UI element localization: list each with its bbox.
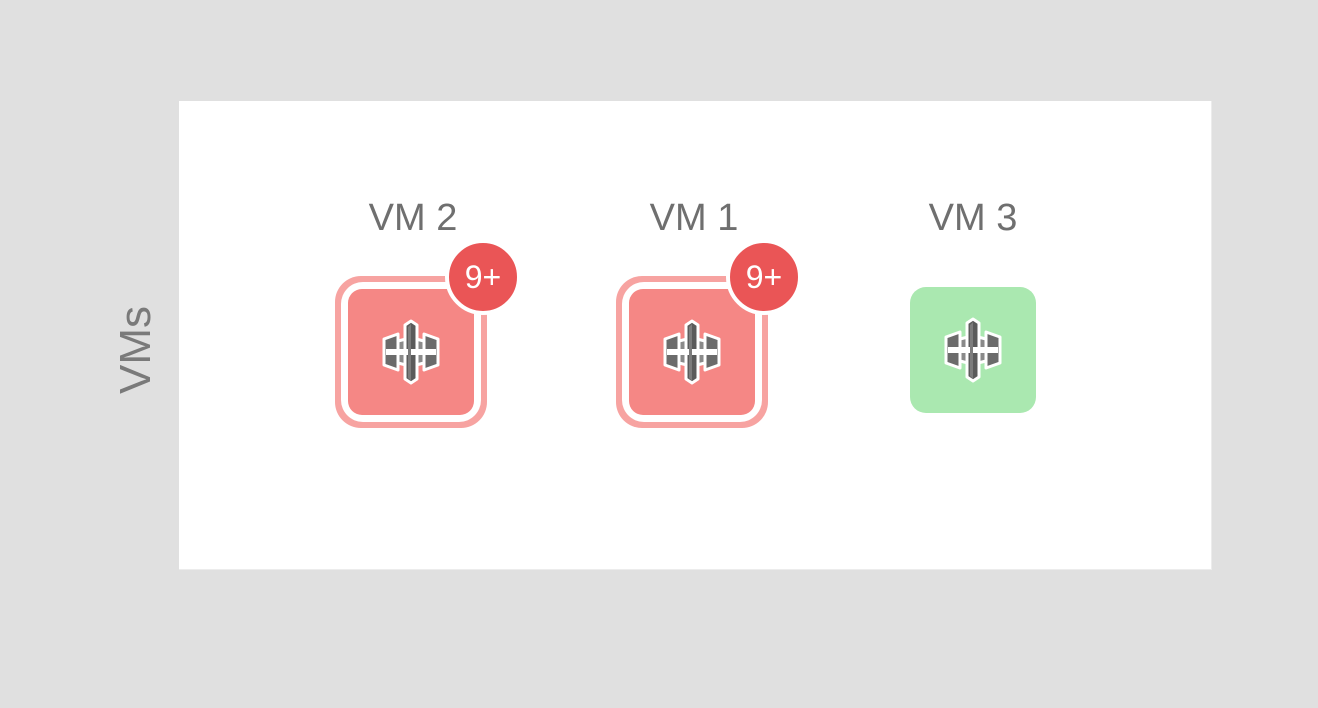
node-title: VM 3: [928, 197, 1018, 239]
api-gateway-icon: [378, 319, 444, 385]
node-title: VM 2: [368, 197, 458, 239]
group-label-text: VMs: [111, 306, 160, 394]
group-label: VMs: [108, 300, 164, 400]
vm-node-vm2[interactable]: VM 2 9+: [335, 198, 521, 438]
node-title: VM 1: [649, 197, 739, 239]
node-tile[interactable]: [910, 287, 1036, 413]
alert-count-badge[interactable]: 9+: [726, 239, 802, 315]
api-gateway-icon: [659, 319, 725, 385]
alert-ring: [335, 276, 487, 428]
node-tile[interactable]: [348, 289, 474, 415]
api-gateway-icon: [940, 317, 1006, 383]
vm-node-vm1[interactable]: VM 1 9+: [616, 198, 802, 438]
alert-count-badge[interactable]: 9+: [445, 239, 521, 315]
vm-node-vm3[interactable]: VM 3: [888, 198, 1058, 438]
node-tile[interactable]: [629, 289, 755, 415]
